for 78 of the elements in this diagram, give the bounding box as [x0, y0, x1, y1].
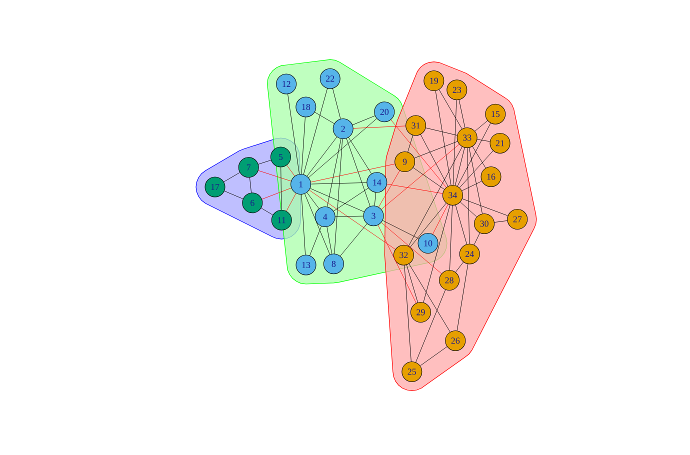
- edge-line: [326, 226, 332, 254]
- edge-line: [457, 122, 491, 186]
- edge-line: [459, 150, 494, 188]
- edge-line: [262, 188, 292, 200]
- edge-line: [301, 117, 306, 174]
- edge-line: [426, 128, 458, 136]
- edge-line: [410, 202, 446, 248]
- edge-line: [340, 224, 368, 256]
- edge-line: [261, 208, 273, 216]
- edge-line: [438, 89, 462, 130]
- edge-line: [333, 188, 369, 212]
- edge-line: [408, 264, 450, 332]
- edge-line: [326, 138, 342, 207]
- edge-line: [408, 146, 462, 246]
- edge-line: [280, 167, 282, 210]
- edge-line: [310, 226, 322, 256]
- edge-line: [381, 222, 442, 274]
- edge-line: [406, 264, 418, 303]
- edge-line: [374, 192, 376, 206]
- edge-line: [455, 204, 467, 244]
- edge-line: [314, 112, 334, 124]
- edge-line: [303, 88, 328, 175]
- edge-line: [306, 136, 338, 176]
- edge-line: [420, 134, 448, 186]
- edge-line: [412, 167, 445, 190]
- edge-line: [494, 220, 508, 223]
- edge-line: [332, 88, 341, 120]
- edge-line: [474, 120, 488, 132]
- edge-line: [306, 192, 320, 209]
- edge-line: [390, 120, 446, 188]
- edge-line: [386, 184, 443, 194]
- edge-line: [304, 194, 330, 255]
- edge-line: [378, 170, 400, 208]
- edge-line: [416, 290, 446, 362]
- edge-line: [381, 144, 460, 210]
- edge-line: [408, 135, 414, 152]
- edge-line: [249, 177, 252, 193]
- edge-line: [414, 141, 458, 158]
- edge-line: [258, 160, 272, 164]
- edge-line: [310, 164, 396, 182]
- edge-line: [462, 198, 508, 216]
- edge-line: [346, 138, 370, 206]
- edge-line: [378, 224, 416, 304]
- edge-line: [286, 165, 295, 176]
- edge-line: [456, 264, 468, 331]
- edge-line: [288, 94, 300, 174]
- edge-line: [458, 100, 466, 128]
- edge-line: [477, 139, 490, 142]
- edge-line: [348, 137, 372, 174]
- edge-line: [420, 346, 448, 366]
- edge-line: [308, 118, 377, 178]
- edge-line: [452, 100, 457, 186]
- edge-line: [462, 180, 482, 191]
- edge-line: [404, 265, 412, 362]
- edge-line: [460, 202, 477, 218]
- edge-line: [334, 138, 343, 254]
- edge-line: [310, 188, 364, 212]
- edge-line: [454, 147, 465, 186]
- edge-line: [224, 172, 240, 182]
- edge-line: [467, 148, 470, 244]
- edge-line: [301, 194, 306, 255]
- edge-line: [286, 193, 296, 212]
- edge-line: [449, 205, 453, 270]
- edge-line: [472, 146, 486, 168]
- edge-line: [455, 262, 464, 272]
- edge-line: [423, 204, 450, 303]
- edge-line: [435, 90, 452, 186]
- edge-line: [335, 216, 364, 217]
- edge-line: [474, 232, 480, 245]
- edge-line: [258, 170, 292, 182]
- edge-line: [468, 148, 483, 214]
- edge-line: [310, 182, 367, 184]
- edge-line: [353, 126, 406, 129]
- edge-line: [382, 220, 420, 239]
- edge-line: [352, 116, 376, 126]
- edge-line: [309, 190, 396, 250]
- edge-line: [432, 204, 448, 234]
- edge-line: [224, 190, 244, 200]
